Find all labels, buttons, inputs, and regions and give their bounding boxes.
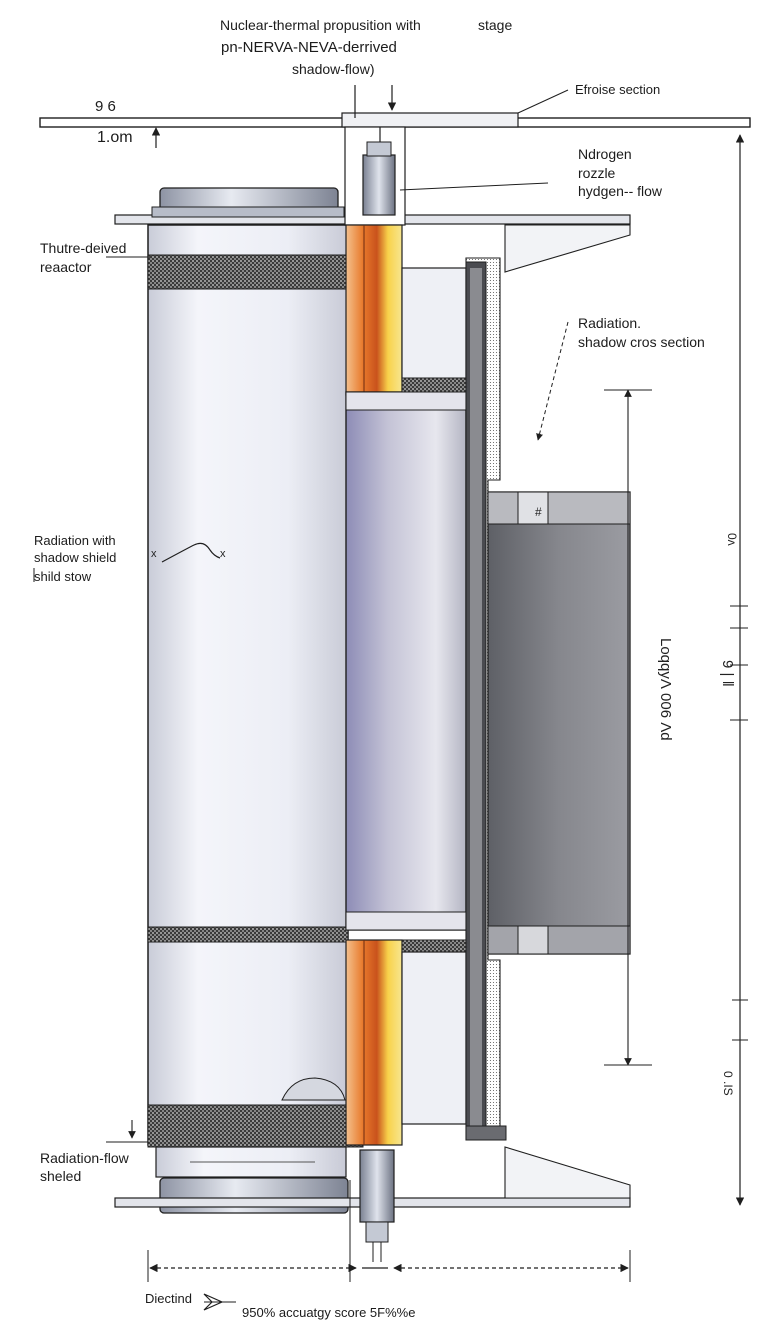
radiation-flow-label-line-2: sheled: [40, 1168, 82, 1184]
footer-arrow-icon: [203, 1293, 236, 1311]
radiation-shadow-shield: [465, 257, 507, 1141]
upper-mesh-band: [147, 254, 364, 290]
nozzle-label-line-1: Ndrogen: [578, 146, 632, 162]
hydrogen-nozzle-feed: [344, 126, 406, 226]
svg-text:#: #: [535, 505, 542, 519]
shield-stow-icon: [161, 542, 221, 563]
nozzle-label-line-3: hydgen-- flow: [578, 183, 663, 199]
reactor-label-line-1: Thutre-deived: [40, 240, 127, 256]
reactor-cylinder: x x: [147, 187, 364, 1214]
title-line-1: Nuclear-thermal propusition with: [220, 17, 421, 33]
bottom-dimension-line: [147, 1250, 631, 1282]
radiation-cross-label-line-1: Radiation.: [578, 315, 642, 331]
right-tick-label-mid: 9 | ǁ: [719, 660, 736, 687]
svg-text:x: x: [151, 548, 157, 560]
radiation-flow-label-line-1: Radiation-flow: [40, 1150, 129, 1166]
right-tick-label-upper: 0ʌ: [725, 533, 739, 546]
svg-text:x: x: [220, 548, 226, 560]
lower-mesh-band: [147, 1104, 364, 1148]
legend-label: Diectind: [145, 1291, 192, 1306]
radiation-shield-block: #: [487, 491, 631, 955]
right-dimension-lines: [604, 134, 748, 1206]
middle-mesh-band: [147, 926, 349, 943]
top-frame-rail: [39, 85, 751, 128]
right-tick-label-lower: 0 .IS: [721, 1071, 735, 1096]
title-line-1-suffix: stage: [478, 17, 513, 33]
reactor-core: [345, 224, 403, 1146]
radiation-cross-label-line-2: shadow cros section: [578, 334, 705, 350]
reactor-label-line-2: reaactor: [40, 259, 92, 275]
inner-frame: [401, 267, 467, 1125]
top-dimension-unit: 1.om: [97, 129, 133, 146]
radiation-shield-label-line-3: shild stow: [34, 569, 92, 584]
title-line-2: pn-NERVA-NEVA-derrived: [221, 39, 397, 56]
central-column: [345, 391, 467, 931]
leader-lines: [33, 85, 569, 1143]
radiation-shield-label-line-1: Radiation with: [34, 533, 116, 548]
nozzle-label-line-2: rozzle: [578, 165, 616, 181]
radiation-shield-label-line-2: shadow shield: [34, 550, 117, 565]
cross-section-label: Efroise section: [575, 82, 661, 97]
accuracy-score-text: 950% accuatgy score 5F%%e: [242, 1305, 416, 1320]
right-vertical-dimension: LoqqyɅ 006 Ʌd: [657, 638, 674, 741]
exhaust-nozzle: [349, 1149, 395, 1282]
top-dimension-value: 9 6: [95, 98, 116, 115]
title-line-3: shadow-flow): [292, 61, 375, 77]
